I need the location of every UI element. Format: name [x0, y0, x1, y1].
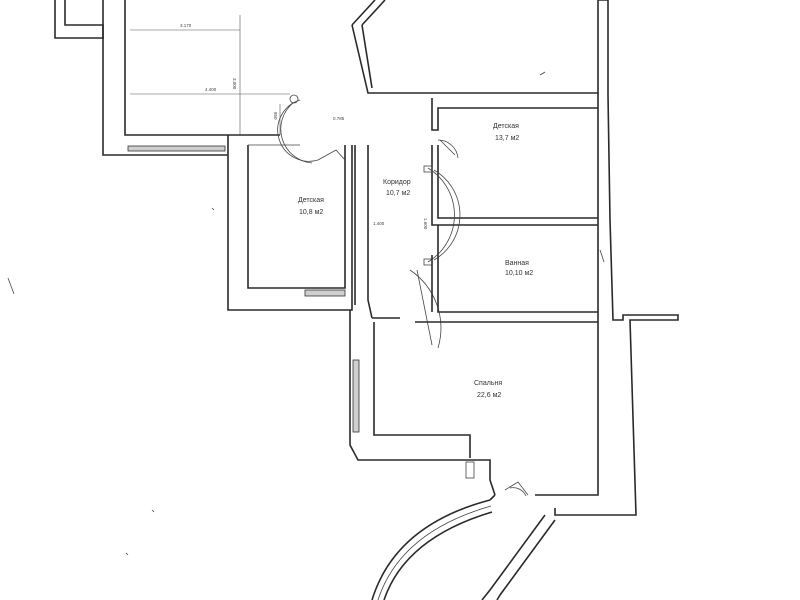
dim-text-2: 3.000: [232, 78, 237, 90]
room-bath: Ванная 10,10 м2: [372, 225, 598, 323]
room-name-bath: Ванная: [505, 260, 529, 267]
room-area-kids-1: 13,7 м2: [495, 135, 519, 142]
window-loggia: [127, 145, 226, 152]
dimensions-loggia: 3.170 3.000 4.400 850 0.785 1.400 1.600: [130, 15, 428, 230]
scan-marks: [7, 207, 215, 556]
room-area-bath: 10,10 м2: [505, 270, 533, 277]
walls-outer-right: [535, 15, 679, 516]
window-kids-2: [304, 289, 346, 297]
room-bedroom: Спальня 22,6 м2: [349, 310, 529, 497]
room-name-kids-2: Детская: [298, 197, 324, 204]
dim-text-4: 850: [273, 112, 278, 120]
room-kids-2: Детская 10,8 м2: [227, 94, 353, 311]
dim-text-7: 1.600: [423, 218, 428, 230]
dim-text-3: 4.400: [205, 87, 217, 92]
room-corridor: Коридор 10,7 м2: [354, 145, 461, 349]
walls-upper-left: [102, 0, 280, 156]
room-name-kids-1: Детская: [493, 123, 519, 130]
room-kids-1: Детская 13,7 м2: [431, 98, 598, 226]
balcony-bottom: [371, 494, 556, 600]
room-area-bedroom: 22,6 м2: [477, 392, 501, 399]
window-bedroom: [352, 359, 360, 433]
walls-upper-room: [351, 0, 609, 94]
dim-text-6: 1.400: [373, 221, 385, 226]
dim-text-1: 3.170: [180, 23, 192, 28]
room-area-kids-2: 10,8 м2: [299, 209, 323, 216]
room-name-bedroom: Спальня: [474, 380, 502, 387]
balcony-top-left: [54, 0, 104, 39]
dim-text-5: 0.785: [333, 116, 345, 121]
room-area-corridor: 10,7 м2: [386, 190, 410, 197]
room-name-corridor: Коридор: [383, 179, 411, 186]
